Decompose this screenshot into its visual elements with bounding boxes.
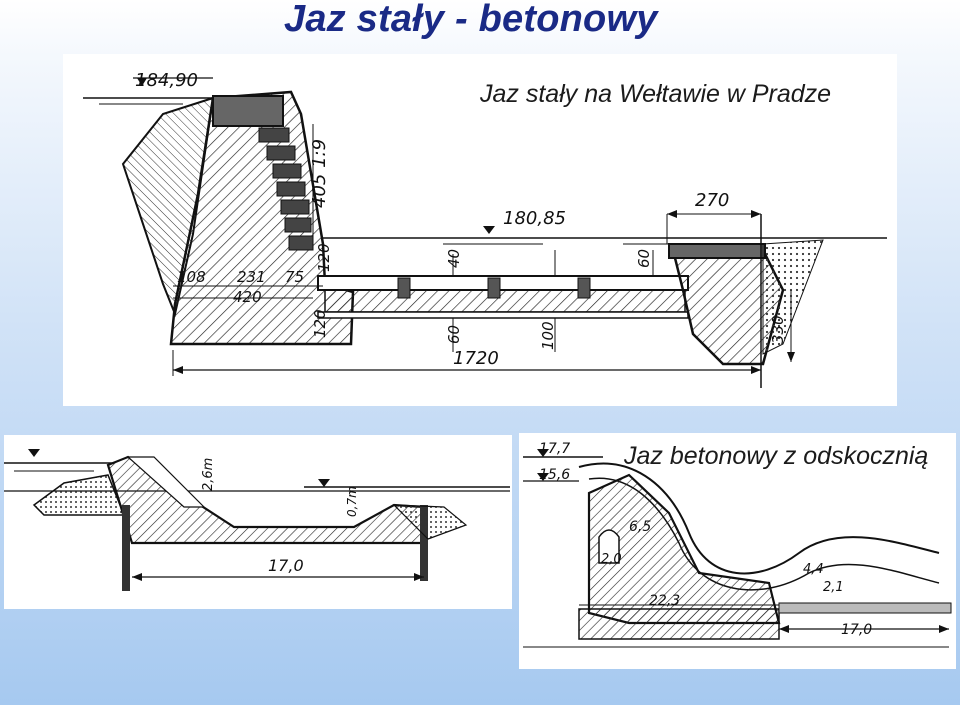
low-sheet-pile-right [420, 505, 428, 581]
label-water-level-upper: 184,90 [135, 70, 198, 91]
ski-label-2-0: 2,0 [601, 552, 622, 567]
label-dim-75: 75 [285, 268, 304, 286]
label-slope: 405 1:9 [309, 139, 330, 208]
label-dim-108: 108 [177, 268, 206, 286]
low-label-length: 17,0 [268, 556, 304, 575]
label-dim-420: 420 [233, 288, 262, 306]
label-dim-270: 270 [695, 190, 729, 211]
ski-jump-weir-drawing: 17,7 15,6 6,5 2,0 4,4 2,1 22,3 17,0 [519, 433, 956, 669]
label-dim-60-b: 60 [635, 249, 653, 268]
low-weir-section: 2,6m 0,7m 17,0 [4, 449, 510, 591]
low-label-depth: 0,7m [345, 486, 359, 517]
prague-weir-drawing: 184,90 180,85 405 1:9 120 120 40 60 60 1… [63, 54, 897, 406]
downstream-riprap [762, 239, 824, 355]
ski-jump-nappe-upper [578, 462, 940, 575]
label-dim-60-a: 60 [445, 325, 463, 344]
low-sheet-pile-left [122, 505, 130, 591]
label-water-level-lower: 180,85 [503, 208, 566, 229]
low-upstream-fill [32, 474, 126, 516]
ski-label-2-1: 2,1 [823, 580, 844, 595]
caption-ski-jump-weir: Jaz betonowy z odskocznią [624, 442, 929, 470]
slide-title: Jaz stały - betonowy [284, 0, 658, 40]
label-dim-120-b: 120 [311, 309, 329, 338]
label-dim-100: 100 [539, 321, 557, 350]
ski-label-17-0: 17,0 [841, 622, 872, 638]
prague-weir-section: 184,90 180,85 405 1:9 120 120 40 60 60 1… [83, 70, 887, 388]
label-dim-120-a: 120 [315, 243, 333, 272]
label-dim-1720: 1720 [453, 348, 499, 369]
label-dim-330: 330 [769, 315, 787, 344]
ski-label-6-5: 6,5 [629, 519, 651, 535]
low-weir-drawing: 2,6m 0,7m 17,0 [4, 435, 512, 609]
ski-label-4-4: 4,4 [803, 562, 824, 577]
ski-jump-gallery [598, 529, 620, 564]
ski-label-level-crest: 15,6 [539, 467, 570, 483]
ski-label-level-upper: 17,7 [539, 441, 570, 457]
ski-label-22-3: 22,3 [649, 593, 680, 609]
ski-jump-weir-section: 17,7 15,6 6,5 2,0 4,4 2,1 22,3 17,0 [523, 441, 952, 648]
crest-blocks [212, 95, 284, 127]
caption-prague-weir: Jaz stały na Wełtawie w Pradze [480, 80, 832, 108]
apron-base [324, 289, 686, 313]
label-dim-231: 231 [237, 268, 266, 286]
low-label-height: 2,6m [201, 458, 216, 491]
label-dim-40: 40 [445, 249, 463, 268]
water-level-marker [137, 78, 147, 86]
apron-top-slab [317, 275, 689, 291]
